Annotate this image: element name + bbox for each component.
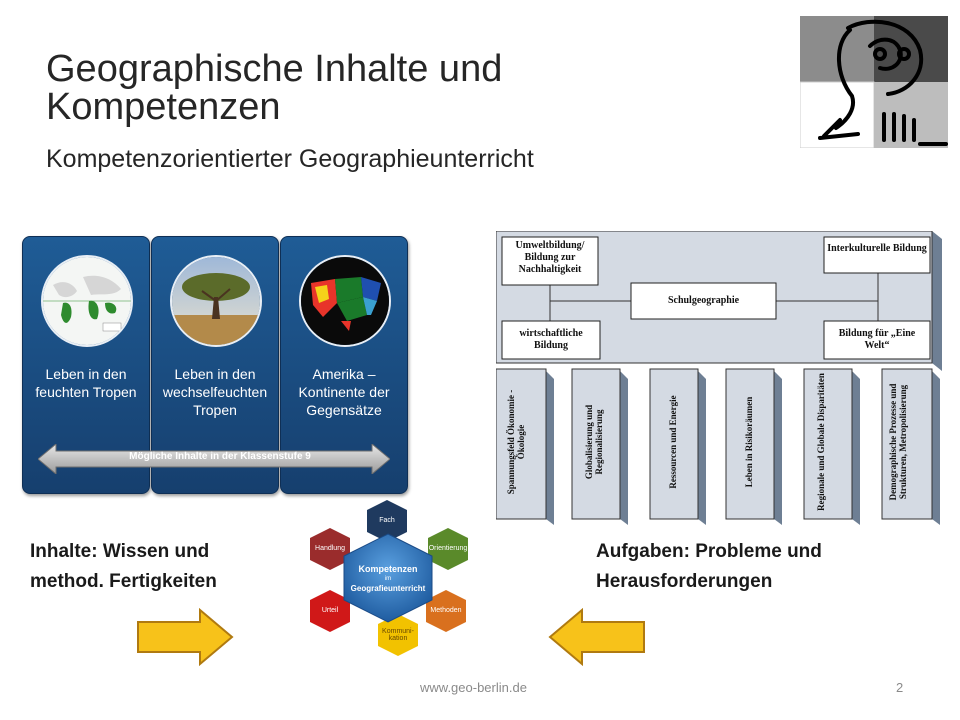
hex-urteil: Urteil [321, 607, 339, 614]
box-wirtschaftliche-bildung: wirtschaftliche Bildung [519, 328, 583, 351]
aufgaben-caption: Aufgaben: Probleme und Herausforderungen [596, 537, 822, 597]
box-umweltbildung: Umweltbildung/ Bildung zur Nachhaltigkei… [515, 240, 585, 275]
footer-url: www.geo-berlin.de [420, 680, 527, 695]
hex-fach: Fach [379, 517, 395, 524]
hex-methoden: Methoden [430, 607, 462, 614]
pillar-label: Regionale und Globale Disparitäten [816, 373, 826, 511]
inhalte-caption: Inhalte: Wissen und method. Fertigkeiten [30, 537, 217, 597]
page-subtitle: Kompetenzorientierter Geographieunterric… [46, 145, 534, 173]
right-arrow-icon [136, 607, 236, 671]
page-number: 2 [896, 680, 904, 695]
world-globe-image [41, 255, 133, 347]
center-sub: im [384, 576, 392, 582]
owl-logo [799, 16, 948, 149]
page-title: Geographische Inhalte und Kompetenzen [46, 48, 503, 128]
pillar-label: Leben in Risikoräumen [744, 396, 754, 488]
card-label: Leben in den feuchten Tropen [35, 366, 137, 400]
hex-handlung: Handlung [315, 545, 345, 552]
schulgeographie-diagram: Umweltbildung/ Bildung zur Nachhaltigkei… [496, 231, 942, 527]
box-interkulturelle-bildung: Interkulturelle Bildung [827, 243, 927, 254]
pillar-label: Ressourcen und Energie [668, 395, 678, 489]
pillar-label: Spannungsfeld Ökonomie - Ökologie [506, 389, 526, 495]
box-eine-welt: Bildung für „Eine Welt“ [838, 328, 916, 351]
card-label: Amerika – Kontinente der Gegensätze [298, 366, 390, 418]
left-arrow-icon [546, 607, 646, 671]
arrow-label: Mögliche Inhalte in der Klassenstufe 9 [129, 451, 311, 462]
caption-line: Aufgaben: Probleme und [596, 541, 822, 562]
caption-line: Herausforderungen [596, 571, 773, 592]
caption-line: method. Fertigkeiten [30, 571, 217, 592]
center-title: Kompetenzen [358, 564, 418, 574]
savanna-tree-image [170, 255, 262, 347]
box-schulgeographie: Schulgeographie [667, 295, 740, 306]
center-subject: Geografieunterricht [350, 584, 426, 593]
kompetenzen-diagram: Fach Orientierung Methoden Kommuni-katio… [306, 500, 468, 660]
america-map-image [299, 255, 391, 347]
hex-kommunikation: Kommuni-kation [382, 628, 414, 642]
hex-orientierung: Orientierung [428, 545, 468, 552]
card-label: Leben in den wechselfeuchten Tropen [162, 366, 268, 418]
caption-line: Inhalte: Wissen und [30, 541, 210, 562]
pillar-label: Demographische Prozesse und Strukturen, … [888, 383, 908, 501]
pillar-label: Globalisierung und Regionalisierung [584, 404, 604, 480]
